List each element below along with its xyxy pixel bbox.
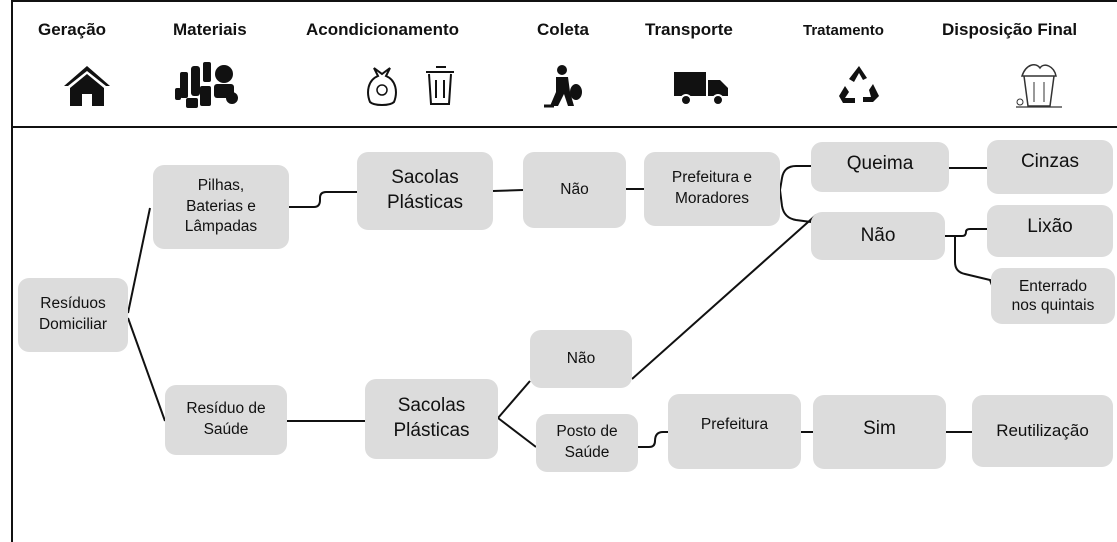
connector-sacolas2-nao2 xyxy=(497,380,531,419)
node-sacolas-plasticas-1: Sacolas Plásticas xyxy=(357,152,493,230)
recycle-icon xyxy=(835,62,883,108)
node-cinzas-label: Cinzas xyxy=(1020,151,1080,172)
stage-disposicao-title: Disposição Final xyxy=(942,20,1078,39)
node-coleta-nao-2: Não xyxy=(530,330,632,388)
connector-pilhas-sacolas1 xyxy=(289,191,357,208)
node-cinzas: Cinzas xyxy=(987,140,1113,194)
node-reutilizacao-label: Reutilização xyxy=(996,420,1089,440)
node-prefeitura: Prefeitura xyxy=(668,394,801,469)
node-enterrado-label: Enterrado nos quintais xyxy=(1011,277,1095,314)
node-residuo-saude-label: Resíduo de Saúde xyxy=(186,400,266,438)
node-posto-de-saude-label: Posto de Saúde xyxy=(556,423,618,461)
connector-domiciliar-saude xyxy=(127,317,166,422)
node-sacolas-1-label: Sacolas Plásticas xyxy=(386,167,464,213)
collector-icon xyxy=(540,62,584,108)
node-coleta-nao-2-label: Não xyxy=(566,349,596,367)
node-prefeitura-label: Prefeitura xyxy=(700,416,769,433)
garbage-bag-icon xyxy=(360,62,404,108)
node-sacolas-2-label: Sacolas Plásticas xyxy=(393,395,470,441)
house-icon xyxy=(52,62,122,108)
node-lixao-label: Lixão xyxy=(1027,216,1073,237)
stage-acondicionamento-title: Acondicionamento xyxy=(306,20,460,39)
connector-sacolas2-posto xyxy=(497,417,537,448)
stage-geracao-title: Geração xyxy=(38,20,107,39)
node-queima: Queima xyxy=(811,142,949,192)
truck-icon xyxy=(672,62,732,108)
connector-domiciliar-pilhas xyxy=(127,207,151,314)
connector-prefmor-queima xyxy=(779,165,811,191)
node-sacolas-plasticas-2: Sacolas Plásticas xyxy=(365,379,498,459)
trash-bin-icon xyxy=(420,62,460,108)
stage-transporte-title: Transporte xyxy=(645,20,733,39)
frame-left-border xyxy=(11,0,13,542)
node-pilhas-baterias-lampadas: Pilhas, Baterias e Lâmpadas xyxy=(153,165,289,249)
node-residuo-saude: Resíduo de Saúde xyxy=(165,385,287,455)
node-sim: Sim xyxy=(813,395,946,469)
node-pilhas-label: Pilhas, Baterias e Lâmpadas xyxy=(184,176,258,236)
node-lixao: Lixão xyxy=(987,205,1113,257)
node-residuos-domiciliar-label: Resíduos Domiciliar xyxy=(38,295,108,333)
node-coleta-nao-1: Não xyxy=(523,152,626,228)
node-tratamento-nao: Não xyxy=(811,212,945,260)
node-tratamento-nao-label: Não xyxy=(860,224,896,246)
node-residuos-domiciliar: Resíduos Domiciliar xyxy=(18,278,128,352)
connector-posto-prefeitura xyxy=(638,431,668,448)
node-coleta-nao-1-label: Não xyxy=(560,180,589,198)
overflowing-bin-icon xyxy=(1012,58,1066,110)
node-prefeitura-moradores-label: Prefeitura e Moradores xyxy=(671,169,753,207)
node-prefeitura-e-moradores: Prefeitura e Moradores xyxy=(644,152,780,226)
connector-prefmor-nao-trat xyxy=(779,189,812,223)
node-queima-label: Queima xyxy=(846,153,914,174)
stage-tratamento-title: Tratamento xyxy=(803,22,884,39)
connector-nao-trat-lixao xyxy=(945,228,987,237)
node-sim-label: Sim xyxy=(863,418,896,439)
node-reutilizacao: Reutilização xyxy=(972,395,1113,467)
connector-sacolas1-nao1 xyxy=(492,189,524,192)
header-divider xyxy=(11,126,1117,128)
connector-nao2-nao-trat xyxy=(631,214,817,380)
stage-coleta-title: Coleta xyxy=(537,20,589,39)
node-enterrado-nos-quintais: Enterrado nos quintais xyxy=(991,268,1115,324)
node-posto-de-saude: Posto de Saúde xyxy=(536,414,638,472)
frame-top-border xyxy=(11,0,1117,2)
waste-pile-icon xyxy=(172,58,244,110)
stage-materiais-title: Materiais xyxy=(173,20,247,39)
